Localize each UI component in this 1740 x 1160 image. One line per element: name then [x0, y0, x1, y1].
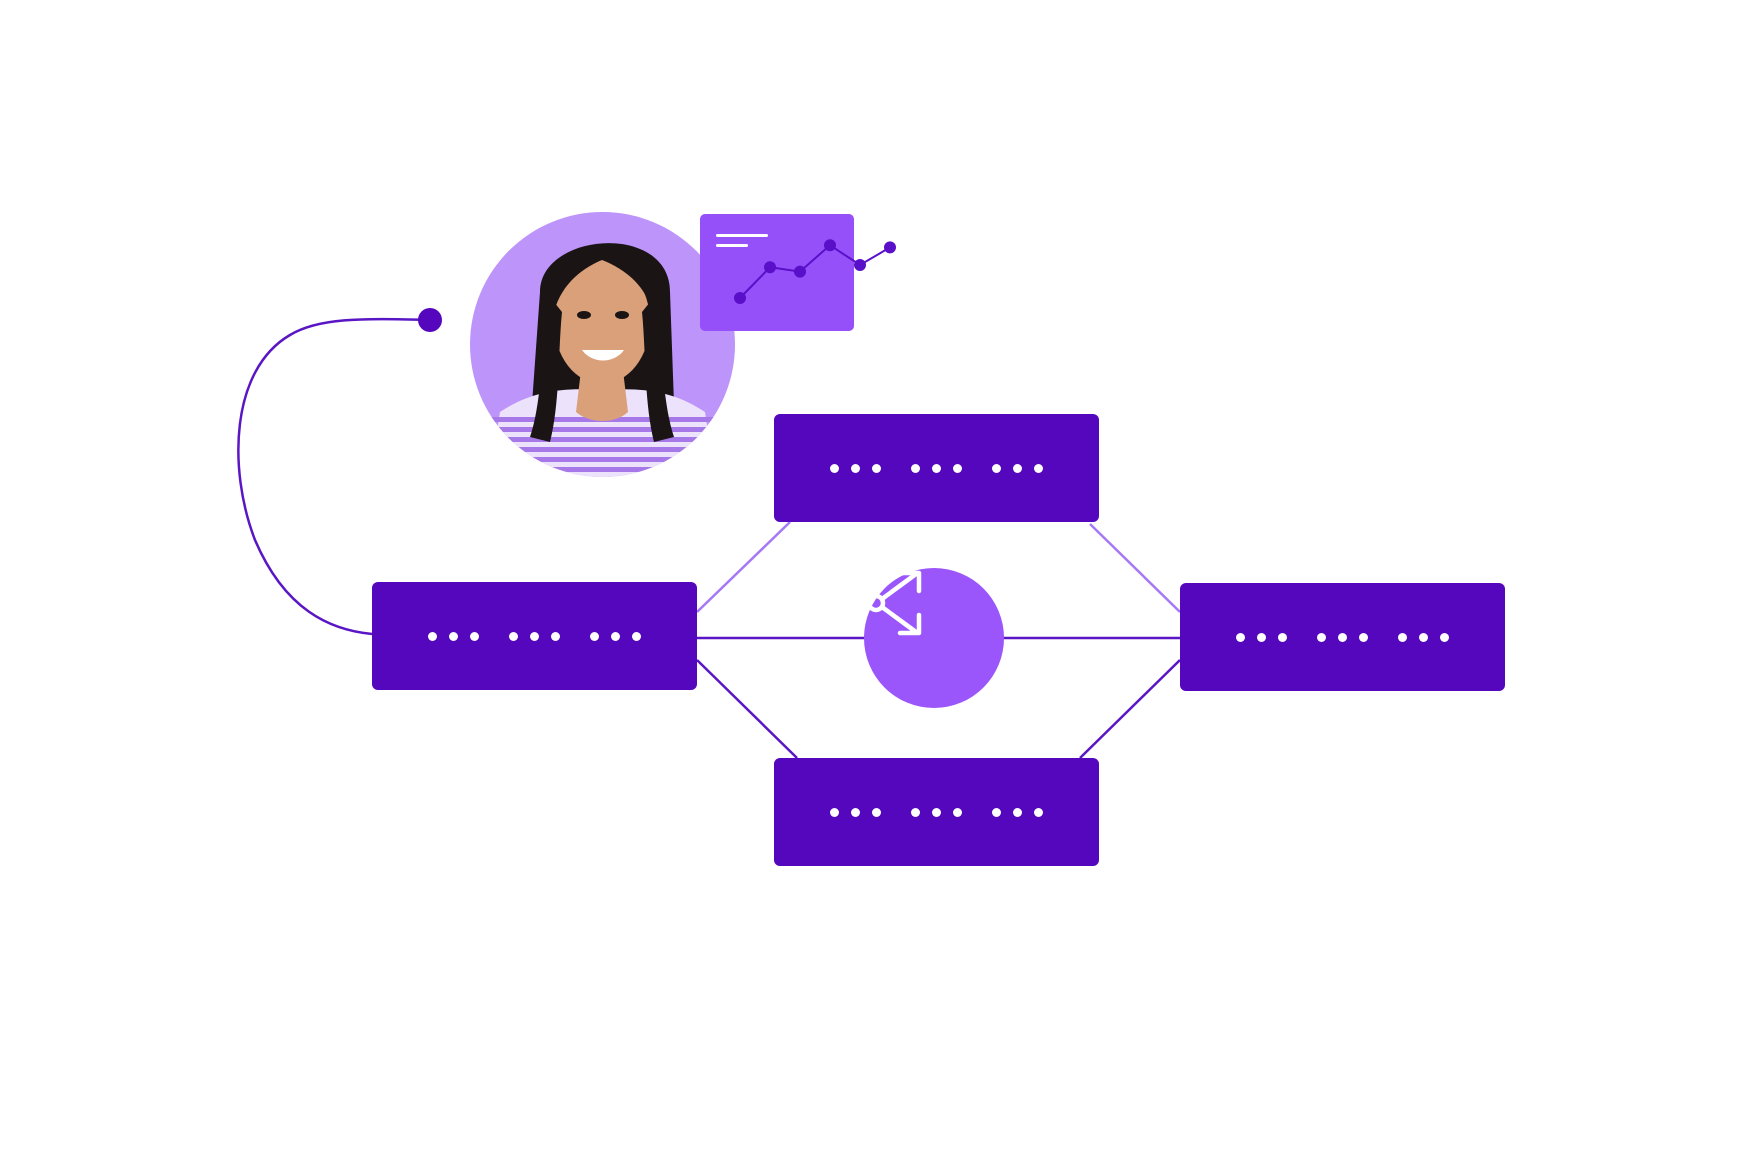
dot-group — [1236, 632, 1287, 642]
process-node-right[interactable] — [1180, 583, 1505, 691]
connector-left-top — [696, 521, 791, 613]
placeholder-dot — [428, 631, 437, 641]
person-avatar — [470, 212, 735, 477]
split-arrows-icon — [866, 570, 922, 636]
placeholder-dot — [470, 631, 479, 641]
person-photo — [470, 212, 735, 477]
mini-chart-point — [734, 292, 746, 304]
mini-chart-line — [739, 243, 891, 299]
mini-chart-card — [700, 214, 854, 331]
placeholder-dot — [1317, 632, 1326, 642]
placeholder-dot — [830, 463, 839, 473]
placeholder-dot — [449, 631, 458, 641]
placeholder-dot — [1034, 807, 1043, 817]
dot-group — [911, 807, 962, 817]
placeholder-dot — [1440, 632, 1449, 642]
dot-group — [1317, 632, 1368, 642]
process-node-left[interactable] — [372, 582, 697, 690]
split-hub[interactable] — [864, 568, 1004, 708]
profile-link-curve — [237, 317, 431, 636]
placeholder-dot — [1013, 463, 1022, 473]
placeholder-dot — [551, 631, 560, 641]
mini-chart-point — [854, 259, 866, 271]
mini-chart-point — [764, 261, 776, 274]
placeholder-dot — [1236, 632, 1245, 642]
placeholder-dot — [911, 807, 920, 817]
dot-group — [830, 807, 881, 817]
placeholder-dot — [611, 631, 620, 641]
placeholder-dot — [1013, 807, 1022, 817]
mini-chart-point — [824, 239, 836, 252]
connector-bottom-right — [1079, 659, 1181, 759]
placeholder-dot — [911, 463, 920, 473]
placeholder-dot — [851, 463, 860, 473]
card-title-line — [716, 234, 768, 237]
hair-front — [553, 249, 653, 312]
placeholder-dot — [1338, 632, 1347, 642]
placeholder-dot — [1398, 632, 1407, 642]
mini-chart-point — [884, 241, 896, 254]
dot-group — [428, 631, 479, 641]
dot-group — [590, 631, 641, 641]
eye-left — [577, 311, 591, 319]
placeholder-dot — [953, 807, 962, 817]
eye-right — [615, 311, 629, 319]
placeholder-dot — [992, 463, 1001, 473]
mini-chart-point — [794, 265, 806, 278]
placeholder-dot — [872, 463, 881, 473]
placeholder-dot — [830, 807, 839, 817]
node-placeholder-dots — [428, 631, 641, 641]
placeholder-dot — [530, 631, 539, 641]
placeholder-dot — [932, 807, 941, 817]
node-placeholder-dots — [1236, 632, 1449, 642]
placeholder-dot — [590, 631, 599, 641]
placeholder-dot — [851, 807, 860, 817]
placeholder-dot — [632, 631, 641, 641]
placeholder-dot — [1278, 632, 1287, 642]
face — [554, 260, 650, 384]
placeholder-dot — [1419, 632, 1428, 642]
dot-group — [1398, 632, 1449, 642]
placeholder-dot — [932, 463, 941, 473]
placeholder-dot — [509, 631, 518, 641]
placeholder-dot — [953, 463, 962, 473]
dot-group — [911, 463, 962, 473]
placeholder-dot — [1359, 632, 1368, 642]
placeholder-dot — [872, 807, 881, 817]
dot-group — [992, 463, 1043, 473]
dot-group — [830, 463, 881, 473]
smile — [582, 350, 624, 361]
placeholder-dot — [1034, 463, 1043, 473]
placeholder-dot — [992, 807, 1001, 817]
dot-group — [992, 807, 1043, 817]
hair-side-right — [642, 302, 674, 442]
mini-chart-decor — [716, 234, 768, 247]
placeholder-dot — [1257, 632, 1266, 642]
node-placeholder-dots — [830, 807, 1043, 817]
process-node-top[interactable] — [774, 414, 1099, 522]
node-placeholder-dots — [830, 463, 1043, 473]
hair-side-left — [530, 302, 562, 442]
card-subtitle-line — [716, 244, 748, 247]
connector-top-right — [1089, 523, 1181, 613]
profile-link-endpoint — [418, 308, 442, 332]
process-node-bottom[interactable] — [774, 758, 1099, 866]
connector-left-bottom — [696, 659, 798, 759]
dot-group — [509, 631, 560, 641]
